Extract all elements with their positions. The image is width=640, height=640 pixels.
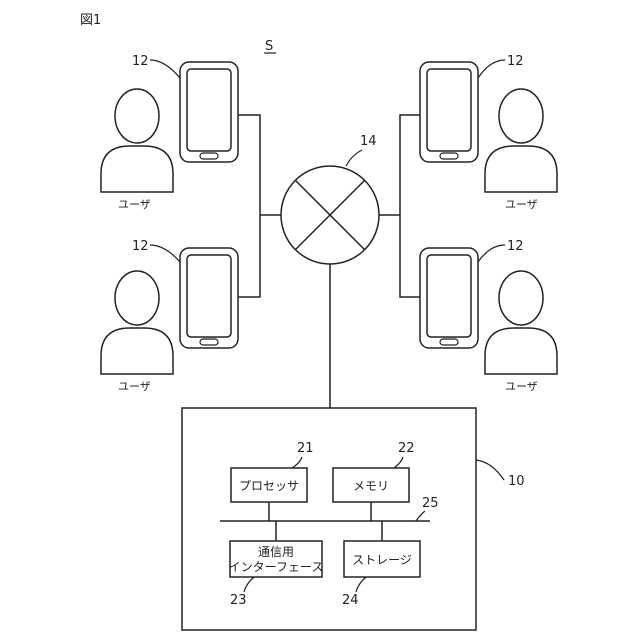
comm-interface-label-line1: 通信用 [258, 545, 294, 559]
server-box [182, 408, 476, 630]
connection-lines [238, 115, 420, 408]
storage-ref: 24 [342, 593, 359, 608]
terminal-ref-top-left: 12 [132, 54, 149, 69]
memory-ref-leader [394, 457, 403, 468]
terminal-ref-leader-bottom-left [150, 245, 180, 262]
storage-ref-leader [356, 577, 366, 592]
user-label-top-left: ユーザ [118, 198, 151, 211]
terminal-ref-bottom-left: 12 [132, 239, 149, 254]
bus-ref: 25 [422, 496, 439, 511]
terminal-ref-leader-top-right [478, 60, 505, 78]
user-label-top-right: ユーザ [505, 198, 538, 211]
comm-interface-ref-leader [244, 577, 254, 592]
server-ref: 10 [508, 474, 525, 489]
comm-interface-ref: 23 [230, 593, 247, 608]
storage-label: ストレージ [352, 553, 412, 567]
terminal-top-left [180, 62, 238, 162]
network-ref-leader [346, 150, 362, 166]
user-bottom-right [485, 271, 557, 374]
user-top-right [485, 89, 557, 192]
terminal-ref-bottom-right: 12 [507, 239, 524, 254]
server-ref-leader [476, 460, 504, 480]
memory-ref: 22 [398, 441, 415, 456]
terminal-ref-leader-bottom-right [478, 245, 505, 262]
figure-label: 図1 [80, 13, 101, 28]
user-label-bottom-left: ユーザ [118, 380, 151, 393]
processor-ref: 21 [297, 441, 314, 456]
terminal-bottom-left [180, 248, 238, 348]
terminal-ref-leader-top-left [150, 60, 180, 78]
user-label-bottom-right: ユーザ [505, 380, 538, 393]
network-node [281, 166, 379, 264]
terminal-ref-top-right: 12 [507, 54, 524, 69]
user-top-left [101, 89, 173, 192]
processor-label: プロセッサ [239, 479, 299, 493]
bus-ref-leader [416, 511, 425, 521]
user-bottom-left [101, 271, 173, 374]
memory-label: メモリ [353, 479, 389, 493]
processor-ref-leader [292, 457, 302, 468]
terminal-bottom-right [420, 248, 478, 348]
network-ref: 14 [360, 134, 377, 149]
system-label: S [265, 39, 273, 54]
comm-interface-label-line2: インターフェース [229, 560, 324, 574]
terminal-top-right [420, 62, 478, 162]
